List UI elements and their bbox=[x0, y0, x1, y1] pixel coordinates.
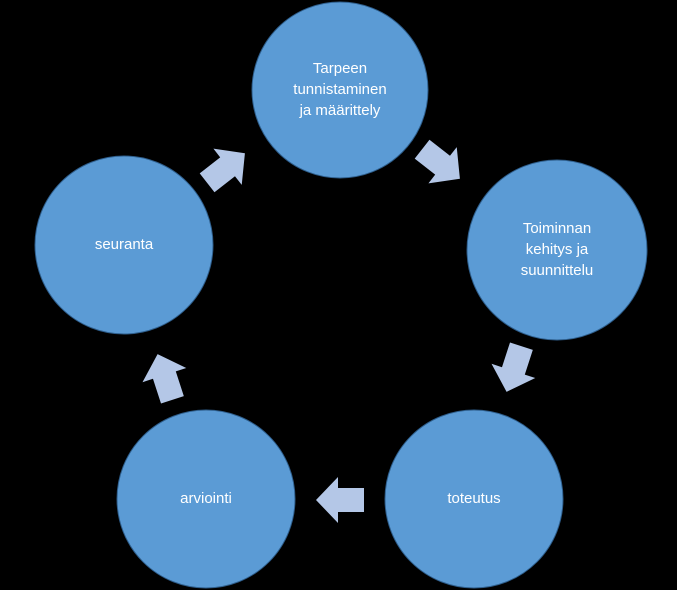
node-label-line: Toiminnan bbox=[523, 220, 591, 237]
node-label-line: seuranta bbox=[95, 236, 154, 253]
node-circle bbox=[251, 1, 429, 179]
arrows-layer bbox=[142, 139, 536, 523]
node-label-line: suunnittelu bbox=[521, 262, 594, 279]
arrow-shape bbox=[491, 342, 536, 392]
cycle-arrow-evaluation-to-monitoring bbox=[142, 354, 187, 404]
node-label-line: arviointi bbox=[180, 490, 232, 507]
node-circle bbox=[466, 159, 648, 341]
arrow-shape bbox=[414, 139, 460, 184]
node-circle bbox=[34, 155, 214, 335]
cycle-arrow-implementation-to-evaluation bbox=[316, 477, 364, 523]
arrow-shape bbox=[142, 354, 187, 404]
cycle-node-development: Toiminnan kehitys ja suunnittelu bbox=[466, 159, 648, 341]
arrow-shape bbox=[199, 148, 245, 193]
node-label-line: toteutus bbox=[447, 490, 500, 507]
cycle-node-needs: Tarpeen tunnistaminen ja määrittely bbox=[251, 1, 429, 179]
cycle-node-monitoring: seuranta bbox=[34, 155, 214, 335]
cycle-arrow-needs-to-development bbox=[414, 139, 460, 184]
cycle-arrow-development-to-implementation bbox=[491, 342, 536, 392]
nodes-layer: Tarpeen tunnistaminen ja määrittelyToiminn… bbox=[34, 1, 648, 589]
node-label-line: tunnistaminen bbox=[293, 81, 386, 98]
node-label-line: Tarpeen bbox=[313, 60, 367, 77]
arrow-shape bbox=[316, 477, 364, 523]
cycle-node-implementation: toteutus bbox=[384, 409, 564, 589]
cycle-node-evaluation: arviointi bbox=[116, 409, 296, 589]
node-circle bbox=[384, 409, 564, 589]
node-label-line: kehitys ja bbox=[526, 241, 589, 258]
cycle-arrow-monitoring-to-needs bbox=[199, 148, 245, 193]
node-label-line: ja määrittely bbox=[299, 102, 381, 119]
node-circle bbox=[116, 409, 296, 589]
